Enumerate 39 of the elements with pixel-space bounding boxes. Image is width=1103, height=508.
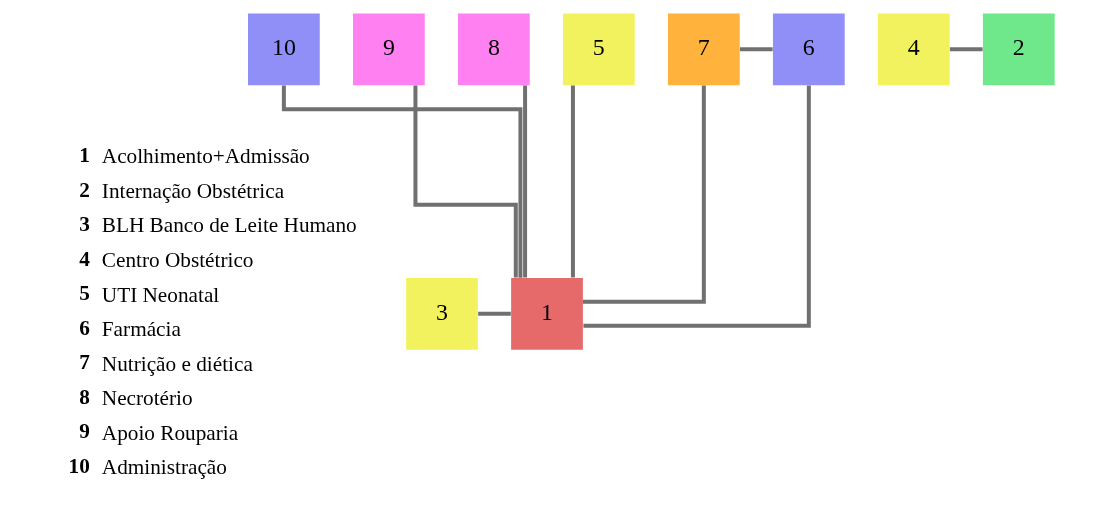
label: 8	[78, 384, 90, 409]
connector	[412, 85, 518, 278]
label: Farmácia	[101, 317, 181, 342]
label: 1	[78, 143, 90, 168]
connector	[477, 311, 511, 316]
connector	[739, 47, 773, 52]
connector	[949, 47, 983, 52]
label: 7	[78, 350, 90, 375]
node-box: 3	[405, 277, 478, 350]
node-box: 6	[772, 13, 845, 86]
node-box: 8	[457, 13, 530, 86]
label: 6	[78, 315, 90, 340]
label: Nutrição e diética	[101, 351, 253, 376]
node-box: 7	[667, 13, 740, 86]
label: 5	[78, 281, 90, 306]
label: 10	[68, 454, 90, 479]
label: Internação Obstétrica	[101, 178, 284, 203]
node-box: 4	[877, 13, 950, 86]
label: Acolhimento+Admissão	[101, 144, 310, 169]
label: Centro Obstétrico	[101, 248, 253, 273]
connector	[570, 85, 575, 278]
node-box: 5	[562, 13, 635, 86]
node-box: 9	[352, 13, 425, 86]
node-box: 2	[982, 13, 1055, 86]
label: 9	[78, 419, 90, 444]
label: 3	[78, 212, 90, 237]
label: UTI Neonatal	[101, 282, 219, 307]
connector	[582, 85, 811, 328]
label: Apoio Rouparia	[101, 420, 238, 445]
label: Necrotério	[101, 386, 193, 411]
node-box: 1	[510, 277, 583, 350]
connector	[582, 85, 706, 304]
node-box: 10	[247, 13, 320, 86]
label: Administração	[101, 455, 227, 480]
connector	[522, 85, 527, 278]
label: 4	[78, 246, 90, 271]
connector	[281, 85, 522, 278]
label: 2	[78, 177, 90, 202]
label: BLH Banco de Leite Humano	[101, 213, 357, 238]
